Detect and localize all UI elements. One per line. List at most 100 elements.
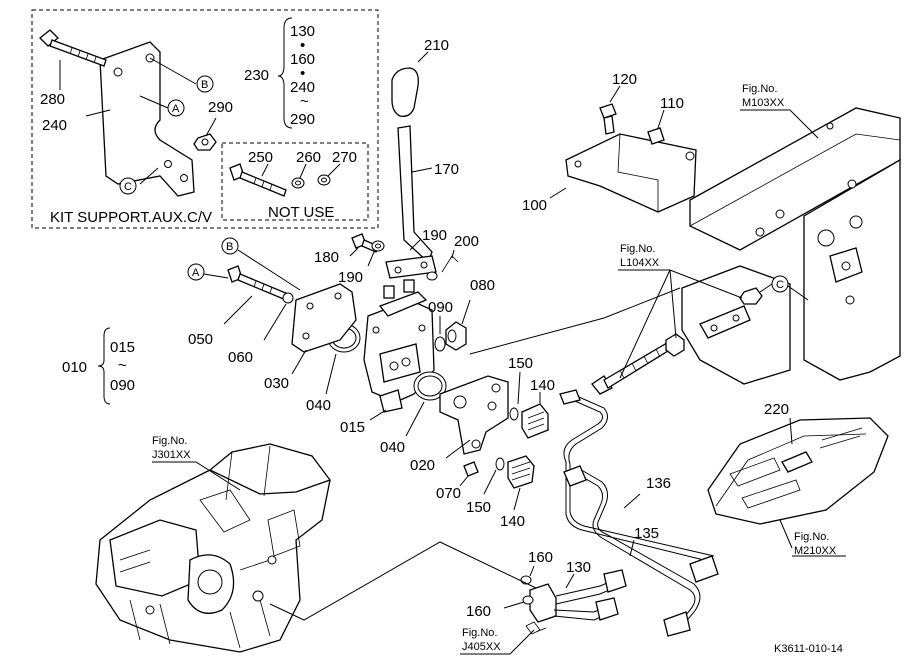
- svg-text:•: •: [300, 37, 305, 54]
- callout-090: 090: [428, 299, 453, 316]
- callout-230: 230: [244, 67, 269, 84]
- callout-290: 290: [208, 99, 233, 116]
- callout-100: 100: [522, 197, 547, 214]
- bolt-280: [39, 29, 107, 67]
- callout-040-right: 040: [380, 439, 405, 456]
- kit-support-box: KIT SUPPORT.AUX.C/V: [31, 9, 379, 229]
- callout-150-upper: 150: [508, 355, 533, 372]
- knob-210: [391, 67, 419, 117]
- plug-070: [463, 461, 479, 477]
- washer-260: [291, 177, 305, 189]
- range-230: 230 130 • 160 • 240 ~ 290: [244, 17, 315, 129]
- callout-140-lower: 140: [500, 513, 525, 530]
- not-use-box: NOT USE: [221, 142, 369, 221]
- marker-a-kit: A: [167, 99, 185, 117]
- range-230-v2: 160: [290, 51, 315, 68]
- not-use-caption: NOT USE: [268, 204, 334, 221]
- svg-text:Fig.No.: Fig.No.: [152, 435, 187, 447]
- control-valve-015: [363, 279, 435, 413]
- callout-160-upper: 160: [528, 549, 553, 566]
- marker-c-main: C: [771, 275, 789, 293]
- range-010-to: 090: [110, 377, 135, 394]
- marker-b-main: B: [221, 237, 239, 255]
- washer-060: [282, 292, 294, 304]
- svg-text:Fig.No.: Fig.No.: [742, 83, 777, 95]
- nut-rod: [665, 333, 685, 357]
- callout-260: 260: [296, 149, 321, 166]
- callout-020: 020: [410, 457, 435, 474]
- svg-text:M103XX: M103XX: [742, 97, 785, 109]
- fig-ref-l104: Fig.No. L104XX: [618, 243, 743, 379]
- callout-160-lower: 160: [466, 603, 491, 620]
- callout-070: 070: [436, 485, 461, 502]
- svg-text:B: B: [201, 79, 208, 91]
- fitting-140-lower: [507, 455, 535, 489]
- bracket-l104: [681, 265, 791, 385]
- o-ring-150-lower: [495, 457, 505, 471]
- marker-a-main: A: [187, 263, 205, 281]
- o-ring-160-lower: [522, 595, 534, 605]
- svg-text:Fig.No.: Fig.No.: [794, 531, 829, 543]
- range-230-v1: 130: [290, 23, 315, 40]
- callout-280: 280: [40, 91, 65, 108]
- svg-text:Fig.No.: Fig.No.: [462, 627, 497, 639]
- frame-m103: [689, 107, 901, 381]
- callout-140-upper: 140: [530, 377, 555, 394]
- pipe-assembly-130: [529, 569, 627, 623]
- callout-150-lower: 150: [466, 499, 491, 516]
- bracket-100: [565, 133, 697, 213]
- nut-290: [193, 133, 217, 151]
- callout-210: 210: [424, 37, 449, 54]
- range-230-v3: 240: [290, 79, 315, 96]
- nut-c: [739, 287, 763, 305]
- bolt-050: [227, 265, 289, 301]
- support-bracket-240: [99, 41, 195, 197]
- svg-text:Fig.No.: Fig.No.: [620, 243, 655, 255]
- fig-ref-m210: Fig.No. M210XX: [779, 519, 846, 557]
- plug-080: [445, 321, 467, 351]
- svg-text:~: ~: [300, 93, 309, 110]
- svg-text:M210XX: M210XX: [794, 545, 837, 557]
- fig-ref-j301: Fig.No. J301XX: [152, 435, 241, 491]
- bolt-120: [599, 103, 617, 135]
- range-010-from: 015: [110, 339, 135, 356]
- svg-text:A: A: [192, 267, 200, 279]
- callout-220: 220: [764, 401, 789, 418]
- svg-text:J301XX: J301XX: [152, 449, 191, 461]
- svg-text:C: C: [124, 181, 132, 193]
- range-010: 010 015 ~ 090: [62, 327, 135, 405]
- callout-190-left: 190: [338, 269, 363, 286]
- bolt-250: [229, 163, 287, 197]
- svg-text:B: B: [226, 241, 233, 253]
- drawing-code: K3611-010-14: [774, 643, 843, 655]
- svg-text:•: •: [300, 65, 305, 82]
- o-ring-040-right: [413, 371, 447, 401]
- cover-panel-m210: [707, 417, 889, 525]
- fitting-140-upper: [521, 403, 549, 439]
- o-ring-150-upper: [509, 407, 519, 421]
- svg-text:~: ~: [118, 357, 127, 374]
- lock-washer-270: [317, 174, 331, 186]
- callout-050: 050: [188, 331, 213, 348]
- callout-190-right: 190: [422, 227, 447, 244]
- adapter-block-020: [439, 375, 509, 455]
- svg-text:C: C: [776, 279, 784, 291]
- callout-040-left: 040: [306, 397, 331, 414]
- callout-250: 250: [248, 149, 273, 166]
- callout-270: 270: [332, 149, 357, 166]
- callout-180: 180: [314, 249, 339, 266]
- callout-110: 110: [660, 95, 684, 112]
- callout-170: 170: [434, 161, 459, 178]
- bolt-110: [647, 127, 665, 145]
- callout-010: 010: [62, 359, 87, 376]
- o-ring-090: [434, 336, 446, 352]
- cover-plate-030: [291, 283, 357, 353]
- callout-135: 135: [634, 525, 659, 542]
- callout-060: 060: [228, 349, 253, 366]
- callout-120: 120: [612, 71, 637, 88]
- svg-text:L104XX: L104XX: [620, 257, 660, 269]
- kit-support-caption: KIT SUPPORT.AUX.C/V: [50, 209, 212, 226]
- callout-030: 030: [264, 375, 289, 392]
- callout-200: 200: [454, 233, 479, 250]
